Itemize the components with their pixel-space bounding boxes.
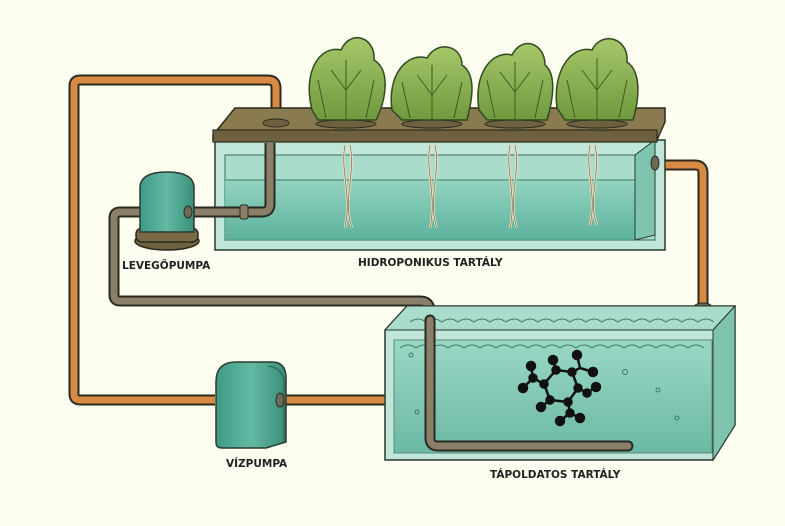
plant-4: [555, 38, 639, 129]
air-tube-in-nutrient-tank: [424, 314, 634, 452]
water-pipe-pump-to-hydro: [68, 74, 282, 406]
nutrient-tank: [383, 304, 737, 462]
roots-outline: [343, 144, 598, 229]
hydroponic-tank: [212, 107, 666, 251]
nutrient-tank-label: TÁPOLDATOS TARTÁLY: [490, 469, 621, 481]
hydroponic-tank-label: HIDROPONIKUS TARTÁLY: [358, 257, 503, 269]
plant-3: [477, 42, 554, 129]
molecule-icon: [517, 349, 602, 427]
air-pump-label: LEVEGŐPUMPA: [122, 260, 211, 272]
air-tube-to-hydro: [188, 143, 276, 220]
water-pump-label: VÍZPUMPA: [226, 458, 288, 470]
plant-2: [390, 46, 473, 129]
air-pump: [134, 171, 200, 251]
plants: [308, 37, 639, 129]
water-pump: [215, 361, 287, 449]
plant-1: [308, 37, 386, 129]
